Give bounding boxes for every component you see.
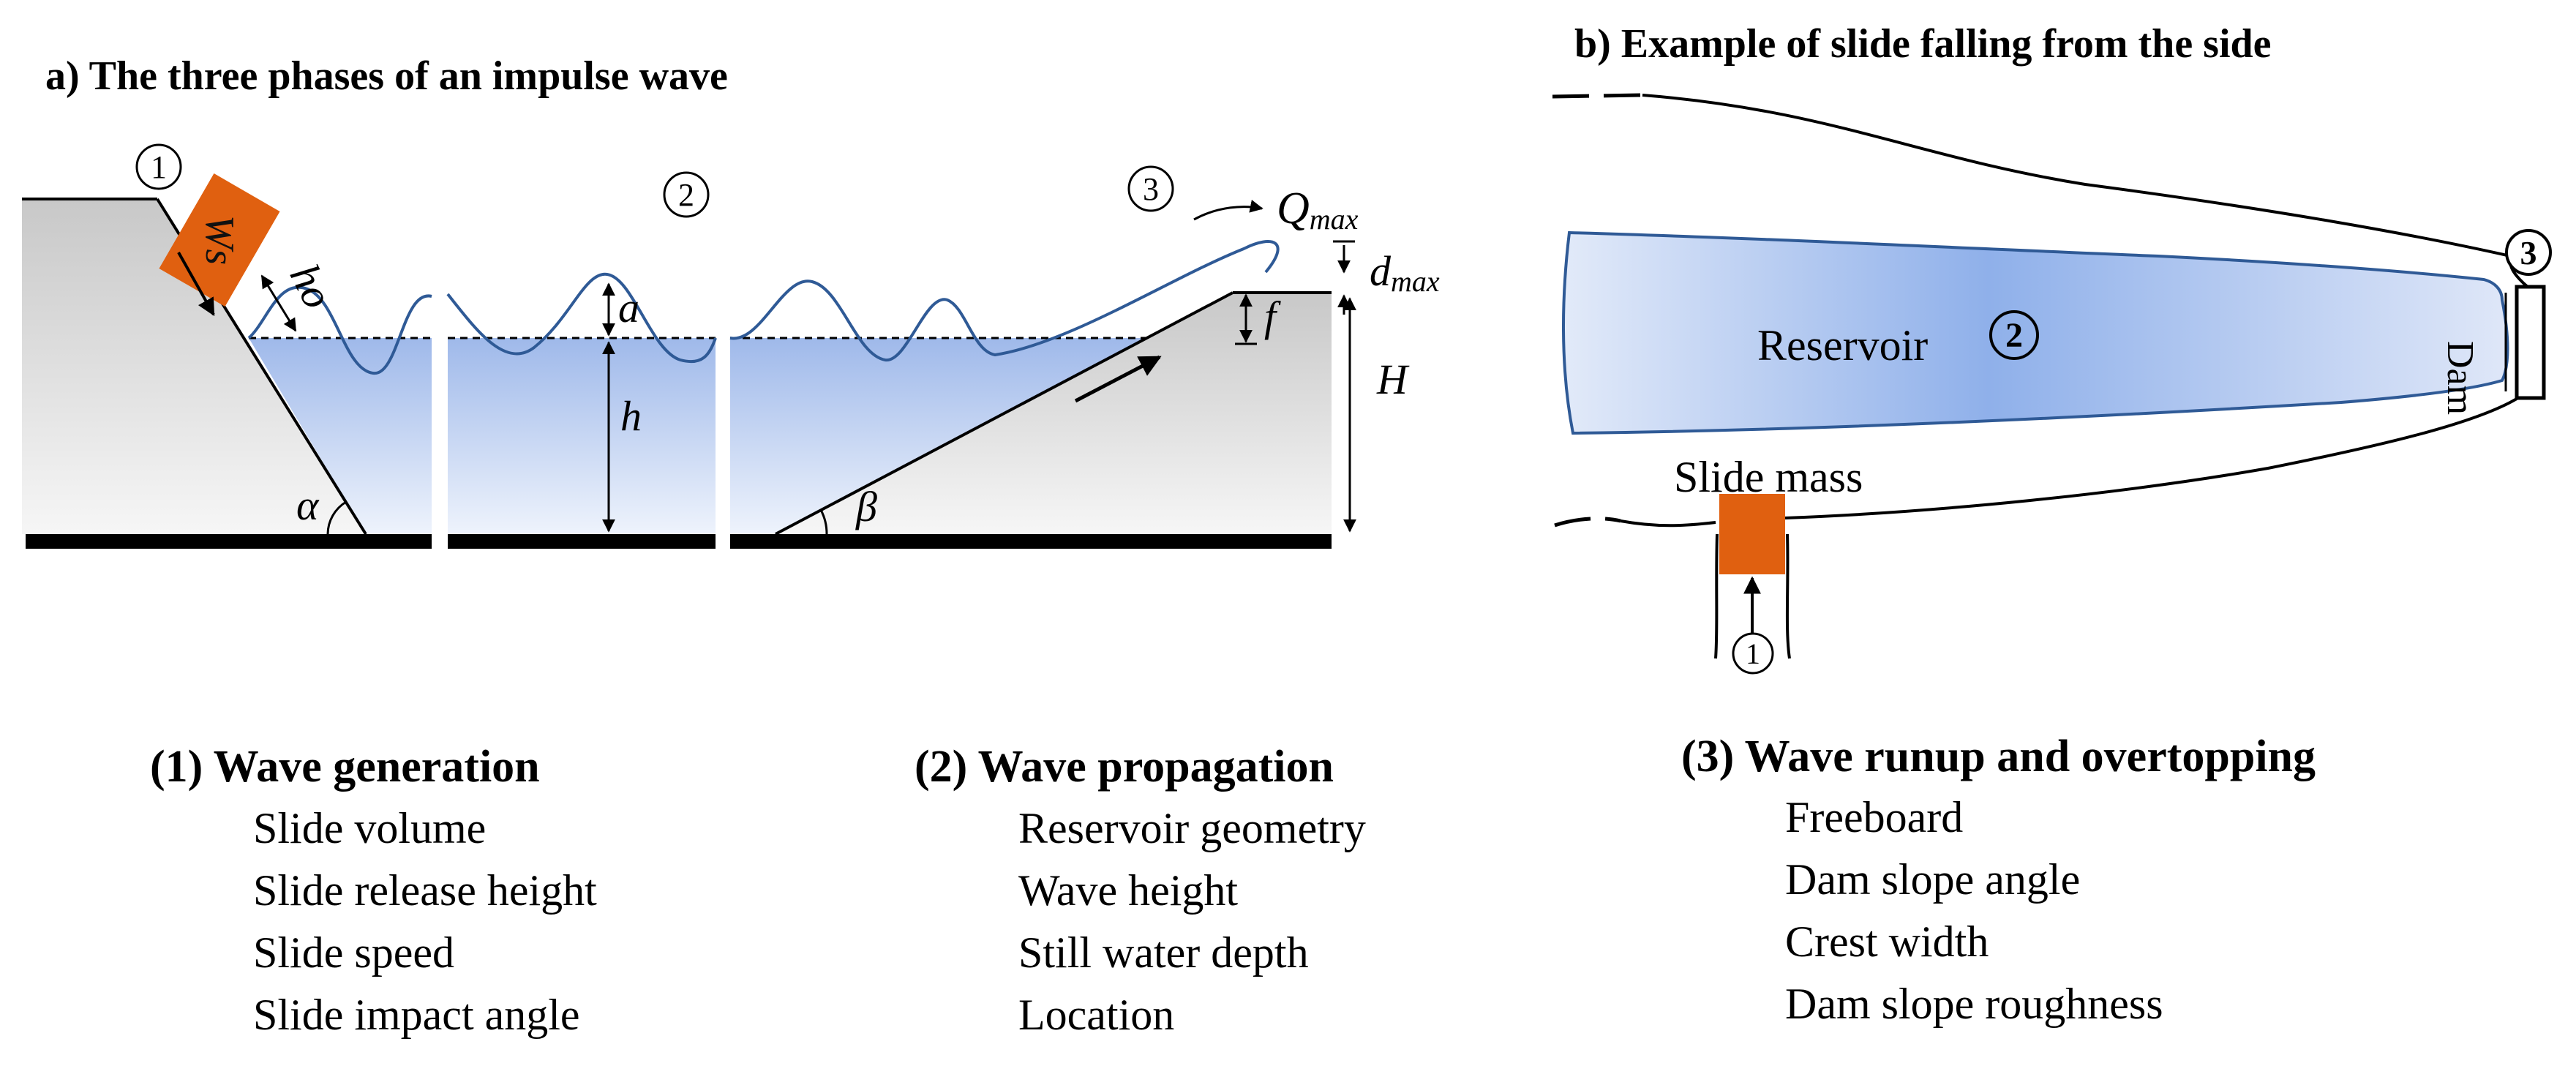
dam-slope-line xyxy=(775,291,1233,536)
valley-bottom-dashed xyxy=(1554,517,1621,528)
wave-curve-3 xyxy=(729,240,1280,361)
list-propagation-item: Location xyxy=(1018,991,1174,1039)
list-propagation-item: Reservoir geometry xyxy=(1018,804,1366,852)
bed-1 xyxy=(26,534,432,549)
dmax-main: d xyxy=(1370,247,1392,295)
list-generation-item: Slide impact angle xyxy=(253,991,580,1039)
valley-bottom-bank xyxy=(1620,519,1716,528)
marker-1-text: 1 xyxy=(151,149,167,185)
qmax-label: Qmax xyxy=(1277,184,1359,236)
slide-direction-arrow xyxy=(177,252,215,317)
qmax-arrow xyxy=(1193,200,1263,221)
dam-label: Dam xyxy=(2439,341,2481,415)
list-propagation-heading: (2) Wave propagation xyxy=(915,742,1334,792)
panel-b: b) Example of slide falling from the sid… xyxy=(1552,21,2552,675)
slide-channel-left xyxy=(1714,533,1719,659)
reservoir-label: Reservoir xyxy=(1757,321,1928,369)
beta-arc xyxy=(819,509,828,535)
list-runup-heading: (3) Wave runup and overtopping xyxy=(1681,732,2316,781)
dam-marker-text: 3 xyxy=(2520,234,2537,271)
marker-1-circle xyxy=(135,143,182,190)
list-generation-item: Slide speed xyxy=(253,928,454,977)
list-propagation: (2) Wave propagation Reservoir geometry … xyxy=(915,742,1366,1039)
slide-channel-right xyxy=(1785,533,1791,659)
slide-marker-circle xyxy=(1732,632,1774,675)
bed-2 xyxy=(448,534,716,549)
list-propagation-item: Wave height xyxy=(1018,866,1238,915)
panel-a-title: a) The three phases of an impulse wave xyxy=(45,53,728,99)
water-zone-3 xyxy=(730,338,1149,534)
reservoir-marker-text: 2 xyxy=(2005,316,2023,355)
segment-generation: Ws ho α 1 xyxy=(22,143,432,549)
marker-3-text: 3 xyxy=(1143,171,1159,207)
list-runup-item: Freeboard xyxy=(1785,793,1963,841)
slide-mass-label: Slide mass xyxy=(1674,453,1863,501)
alpha-arc xyxy=(326,500,347,535)
water-zone-1 xyxy=(249,338,432,534)
runup-arrow xyxy=(1074,355,1162,403)
valley-top-dashed xyxy=(1552,93,1643,99)
marker-2-text: 2 xyxy=(678,177,694,213)
slide-marker-text: 1 xyxy=(1746,637,1760,670)
dmax-sub: max xyxy=(1391,265,1440,298)
list-generation: (1) Wave generation Slide volume Slide r… xyxy=(150,742,597,1039)
dam-crest xyxy=(2515,285,2546,400)
reservoir-area xyxy=(1561,230,2509,435)
marker-3-circle xyxy=(1127,165,1174,212)
panel-a: a) The three phases of an impulse wave W… xyxy=(22,53,1440,549)
bed-3 xyxy=(730,534,1332,549)
marker-2-circle xyxy=(663,171,710,218)
list-generation-item: Slide release height xyxy=(253,866,597,915)
h-label: h xyxy=(620,392,642,440)
dam-marker-circle xyxy=(2505,229,2552,276)
list-runup-item: Crest width xyxy=(1785,917,1989,966)
panel-b-title: b) Example of slide falling from the sid… xyxy=(1574,21,2272,67)
water-zone-2 xyxy=(448,338,716,534)
a-label: a xyxy=(618,284,639,331)
ws-label: Ws xyxy=(197,215,242,265)
beta-label: β xyxy=(855,483,877,530)
list-propagation-item: Still water depth xyxy=(1018,928,1309,977)
list-generation-item: Slide volume xyxy=(253,804,486,852)
list-runup-item: Dam slope angle xyxy=(1785,855,2080,904)
reservoir-marker-circle xyxy=(1989,310,2039,360)
H-label: H xyxy=(1376,356,1410,403)
segment-propagation: a h 2 xyxy=(446,171,717,549)
slide-mass-block xyxy=(1719,494,1785,574)
list-runup-item: Dam slope roughness xyxy=(1785,980,2163,1028)
valley-bottom-bank-2 xyxy=(1784,397,2518,519)
ho-label: ho xyxy=(281,256,342,315)
dam-body xyxy=(776,293,1332,534)
ho-dimension-arrow xyxy=(260,274,297,332)
alpha-label: α xyxy=(296,481,320,529)
left-ground xyxy=(22,199,366,534)
list-runup: (3) Wave runup and overtopping Freeboard… xyxy=(1681,732,2316,1028)
segment-runup: β f dmax H Qmax 3 xyxy=(729,165,1440,549)
dmax-label: dmax xyxy=(1370,247,1440,298)
wave-curve-2 xyxy=(446,272,717,364)
qmax-main: Q xyxy=(1277,184,1310,233)
list-generation-heading: (1) Wave generation xyxy=(150,742,540,792)
qmax-sub: max xyxy=(1310,203,1359,236)
